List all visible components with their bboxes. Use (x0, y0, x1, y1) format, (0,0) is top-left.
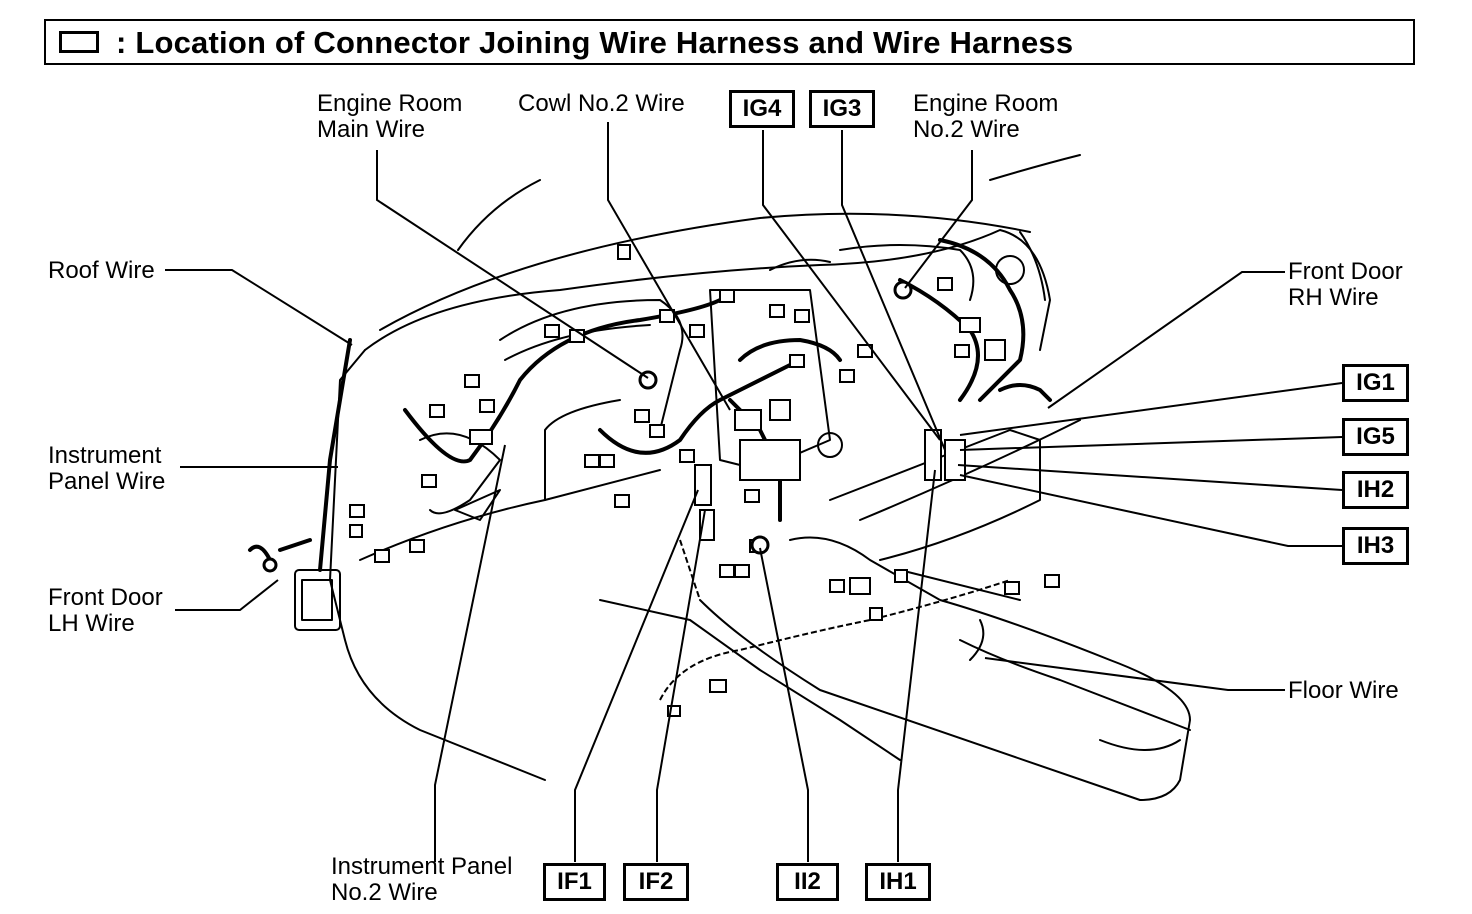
roof-wire-harness (318, 338, 352, 572)
connector-code-ig1: IG1 (1342, 364, 1409, 402)
leader-front-door-rh (1047, 271, 1285, 409)
label-engine-room-main-wire: Engine Room Main Wire (317, 90, 463, 143)
leader-ig5 (959, 436, 1343, 451)
label-roof-wire: Roof Wire (48, 257, 155, 284)
leader-ig1 (959, 382, 1343, 436)
label-instrument-panel-no2-wire: Instrument Panel No.2 Wire (331, 853, 513, 906)
connector-legend-icon (59, 31, 99, 53)
windshield-base (379, 212, 1031, 331)
connector-code-ig3: IG3 (809, 90, 875, 128)
leader-instrument-panel-no2 (434, 444, 506, 862)
leader-front-door-lh (175, 579, 279, 611)
leader-if1 (574, 489, 699, 862)
connector-code-ig5: IG5 (1342, 418, 1409, 456)
leader-engine-room-no2 (904, 150, 973, 289)
leader-ig3 (841, 130, 946, 451)
label-front-door-lh-wire: Front Door LH Wire (48, 584, 163, 637)
label-engine-room-no2-wire: Engine Room No.2 Wire (913, 90, 1059, 143)
leader-if2 (656, 509, 706, 862)
diagram-title: : Location of Connector Joining Wire Har… (116, 25, 1074, 60)
leader-cowl-no2 (607, 122, 731, 411)
leader-ih1 (897, 469, 936, 862)
leader-ih3 (959, 474, 1342, 547)
connector-code-if1: IF1 (543, 863, 606, 901)
label-cowl-no2-wire: Cowl No.2 Wire (518, 90, 685, 117)
connector-code-if2: IF2 (623, 863, 689, 901)
a-pillar-left (457, 179, 541, 251)
connector-code-ig4: IG4 (729, 90, 795, 128)
label-front-door-rh-wire: Front Door RH Wire (1288, 258, 1403, 311)
leader-ig4 (762, 130, 941, 441)
connector-code-ih2: IH2 (1342, 471, 1409, 509)
label-floor-wire: Floor Wire (1288, 677, 1399, 704)
leader-roof (165, 269, 353, 346)
leader-engine-room-main (376, 150, 649, 379)
connector-code-ih1: IH1 (865, 863, 931, 901)
leader-ii2 (759, 547, 809, 862)
leader-floor (984, 657, 1285, 691)
label-instrument-panel-wire: Instrument Panel Wire (48, 442, 166, 495)
leader-ih2 (957, 464, 1343, 491)
connector-code-ii2: II2 (776, 863, 839, 901)
title-box: : Location of Connector Joining Wire Har… (44, 19, 1415, 65)
connector-code-ih3: IH3 (1342, 527, 1409, 565)
